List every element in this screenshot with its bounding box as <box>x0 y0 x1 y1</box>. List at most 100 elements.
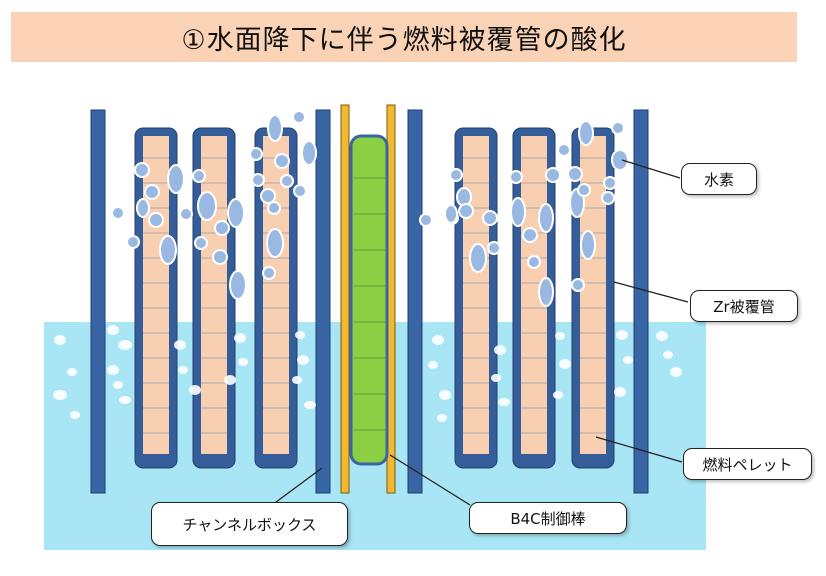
steam-bubble <box>663 351 673 359</box>
steam-bubble <box>670 367 682 377</box>
hydrogen-bubble <box>611 121 625 135</box>
hydrogen-bubble <box>179 207 193 221</box>
fuel-pellet-label-text: 燃料ペレット <box>702 455 793 474</box>
hydrogen-bubble <box>538 203 554 233</box>
hydrogen-bubble <box>293 184 307 198</box>
hydrogen-bubble <box>212 249 228 265</box>
steam-bubble <box>616 330 628 340</box>
channel-box-wall <box>90 109 106 494</box>
fuel-pellet-column <box>143 136 169 454</box>
hydrogen-bubble <box>197 191 217 221</box>
steam-bubble <box>553 391 563 399</box>
steam-bubble <box>295 331 305 339</box>
steam-bubble <box>70 411 80 419</box>
hydrogen-label-text: 水素 <box>703 170 734 189</box>
hydrogen-bubble <box>227 198 245 228</box>
hydrogen-bubble <box>603 176 617 190</box>
hydrogen-bubble <box>545 167 561 183</box>
hydrogen-bubble <box>538 277 554 307</box>
hydrogen-bubble <box>266 228 284 258</box>
hydrogen-bubble <box>458 203 474 219</box>
steam-bubble <box>304 401 316 409</box>
hydrogen-bubble <box>522 227 538 243</box>
hydrogen-bubble <box>111 206 125 220</box>
fuel-pellet-label: 燃料ペレット <box>683 448 812 480</box>
diagram-title: ①水面降下に伴う燃料被覆管の酸化 <box>181 24 627 56</box>
hydrogen-bubble <box>557 143 571 157</box>
channel-box-wall <box>315 109 331 494</box>
hydrogen-bubble <box>194 236 208 250</box>
hydrogen-bubble <box>611 149 629 171</box>
hydrogen-bubble <box>419 213 433 227</box>
hydrogen-bubble <box>274 153 290 169</box>
fuel-pellet-column <box>463 136 489 454</box>
steam-bubble <box>178 366 188 374</box>
steam-bubble <box>623 356 633 364</box>
fuel-pellet-column <box>201 136 227 454</box>
steam-bubble <box>224 375 236 385</box>
hydrogen-bubble <box>567 166 583 182</box>
hydrogen-label: 水素 <box>681 163 757 195</box>
hydrogen-bubble <box>167 164 185 194</box>
leader-lines <box>271 159 689 506</box>
hydrogen-bubble <box>159 235 177 265</box>
hydrogen-bubble <box>251 173 265 187</box>
control-rod-absorber <box>349 134 389 466</box>
steam-bubble <box>119 396 131 404</box>
steam-bubble <box>498 398 510 406</box>
channel-box-label: チャンネルボックス <box>151 502 348 546</box>
title-bar: ①水面降下に伴う燃料被覆管の酸化 <box>11 12 797 62</box>
hydrogen-bubble <box>262 266 276 280</box>
hydrogen-bubble <box>577 183 591 197</box>
hydrogen-bubble <box>469 243 487 273</box>
steam-bubble <box>292 376 302 384</box>
steam-bubble <box>614 387 626 397</box>
steam-bubble <box>238 358 248 366</box>
steam-bubble <box>113 381 123 389</box>
hydrogen-bubble <box>482 210 498 226</box>
hydrogen-bubble <box>144 184 160 200</box>
hydrogen-bubble <box>126 235 140 249</box>
b4c-control-rod <box>340 104 396 494</box>
hydrogen-bubble <box>267 114 283 142</box>
hydrogen-bubbles <box>111 110 629 307</box>
steam-bubble <box>107 365 119 375</box>
channel-box-wall <box>407 109 423 494</box>
hydrogen-bubble <box>580 230 596 260</box>
zr-cladding-label: Zr被覆管 <box>690 290 798 322</box>
hydrogen-bubble <box>136 198 150 218</box>
hydrogen-bubble <box>571 278 585 292</box>
steam-bubble <box>189 385 201 395</box>
hydrogen-bubble <box>267 201 281 215</box>
steam-bubble <box>234 333 246 343</box>
hydrogen-bubble <box>292 110 306 124</box>
steam-bubble <box>174 340 186 350</box>
steam-bubble <box>67 368 77 376</box>
hydrogen-bubble <box>192 169 206 183</box>
hydrogen-bubble <box>214 220 230 236</box>
steam-bubble <box>297 355 309 365</box>
hydrogen-bubble <box>260 188 276 204</box>
hydrogen-bubble <box>134 162 150 178</box>
steam-bubble <box>432 335 444 345</box>
hydrogen-bubble <box>280 174 294 188</box>
steam-bubble <box>437 414 447 422</box>
steam-bubble <box>107 325 119 335</box>
channel-box-label-text: チャンネルボックス <box>182 515 317 534</box>
steam-bubble <box>439 390 451 400</box>
steam-bubble <box>53 390 67 400</box>
control-rod-label-text: B4C制御棒 <box>510 509 586 528</box>
hydrogen-bubble <box>578 120 594 146</box>
hydrogen-bubble <box>487 241 501 255</box>
steam-bubble <box>559 359 571 369</box>
hydrogen-bubble <box>601 191 615 205</box>
steam-bubbles <box>53 325 682 422</box>
steam-bubble <box>118 340 132 350</box>
steam-bubble <box>555 332 565 340</box>
steam-bubble <box>54 335 66 345</box>
steam-bubble <box>494 345 506 355</box>
control-rod-label: B4C制御棒 <box>469 502 627 534</box>
hydrogen-bubble <box>527 255 541 269</box>
channel-boxes <box>90 109 649 494</box>
